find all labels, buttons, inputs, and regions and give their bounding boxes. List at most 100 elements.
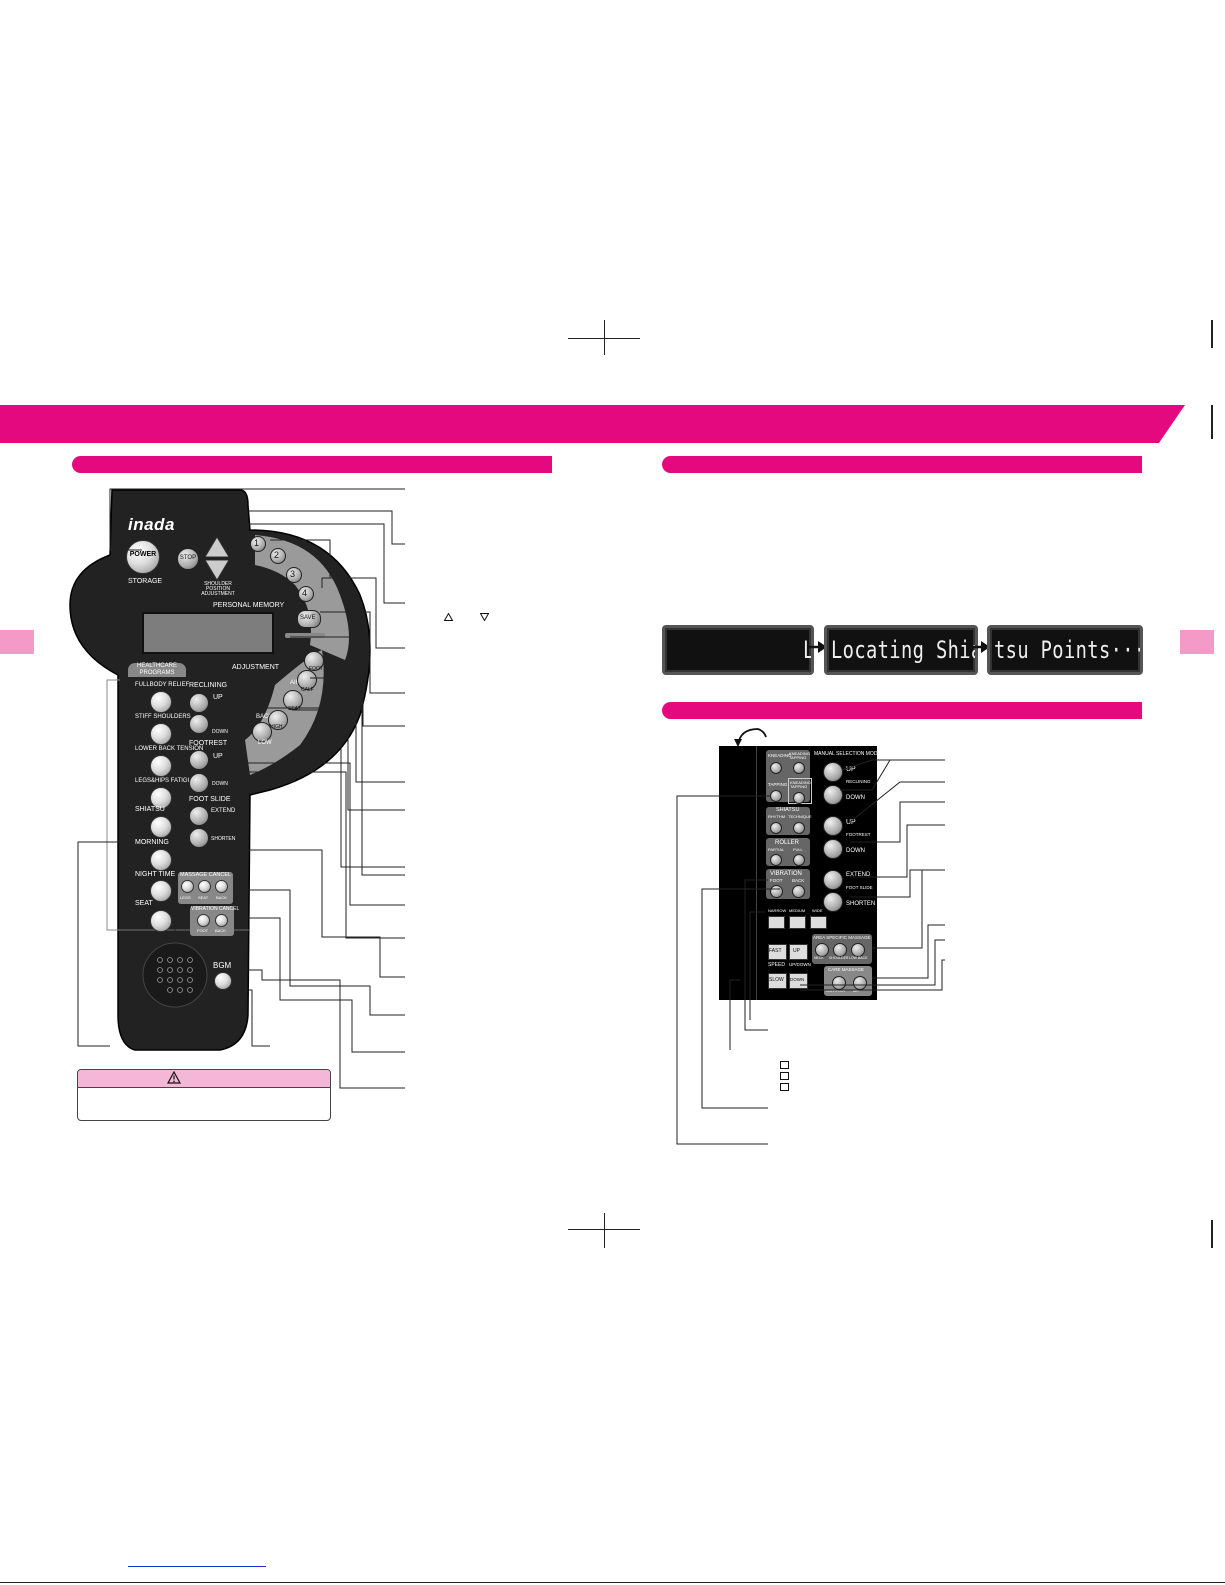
tapping-button[interactable] bbox=[770, 790, 782, 802]
cancel-seat-label: SEAT bbox=[198, 895, 209, 900]
wide-button[interactable] bbox=[810, 916, 827, 929]
kneading-button[interactable] bbox=[770, 762, 782, 774]
program-button-6[interactable] bbox=[150, 849, 172, 871]
kneading-tapping-label-top: KNEADING TAPPING bbox=[789, 751, 810, 760]
program-button-8[interactable] bbox=[150, 910, 172, 932]
vib-cancel-back-button[interactable] bbox=[215, 914, 228, 927]
technique-button[interactable] bbox=[793, 822, 805, 834]
program-button-7[interactable] bbox=[150, 880, 172, 902]
lcd-frame-1-text: Loc bbox=[803, 636, 814, 664]
program-button-4[interactable] bbox=[150, 787, 172, 809]
care-air-label: AIR bbox=[853, 989, 859, 993]
foot-extend-button[interactable] bbox=[189, 806, 209, 826]
save-button[interactable] bbox=[297, 610, 321, 628]
bgm-label: BGM bbox=[213, 961, 232, 970]
power-button[interactable] bbox=[126, 540, 160, 574]
side-tab-left bbox=[0, 630, 34, 654]
area-lowback-label: LOW BACK bbox=[849, 956, 868, 960]
shorten-label: SHORTEN bbox=[211, 836, 236, 842]
lcd-frame-3: tsu Points··· bbox=[987, 625, 1143, 675]
updown-up-button[interactable] bbox=[789, 944, 808, 960]
manual-mode-label: MANUAL SELECTION MODE bbox=[814, 751, 881, 757]
air-calf-button[interactable] bbox=[297, 670, 317, 690]
updown-down-label: DOWN bbox=[790, 977, 805, 982]
massage-cancel-label: MASSAGE CANCEL bbox=[180, 872, 232, 878]
stop-label: STOP bbox=[179, 555, 197, 561]
crop-mark-right-2 bbox=[1211, 405, 1213, 439]
footrest-down-label: DOWN bbox=[212, 781, 228, 787]
memory-2-label: 2 bbox=[274, 550, 280, 560]
healthcare-programs-label: HEALTHCARE PROGRAMS bbox=[128, 663, 186, 677]
foot-shorten-button[interactable] bbox=[189, 828, 209, 848]
air-foot-label: FOOT bbox=[309, 666, 323, 672]
panel-footrest-down-button[interactable] bbox=[823, 839, 843, 859]
panel-reclining-up-button[interactable] bbox=[823, 762, 843, 782]
panel-footrest-up-button[interactable] bbox=[823, 816, 843, 836]
panel-extend-button[interactable] bbox=[823, 870, 843, 890]
memory-4-button[interactable] bbox=[298, 586, 314, 602]
caution-box bbox=[77, 1069, 331, 1121]
reclining-up-button[interactable] bbox=[189, 693, 209, 713]
vibration-cancel-label: VIBRATION CANCEL bbox=[191, 906, 240, 912]
air-calf-label: CALF bbox=[301, 687, 314, 693]
caution-header bbox=[78, 1070, 330, 1088]
shoulder-down-button[interactable] bbox=[205, 560, 229, 580]
cancel-legs-button[interactable] bbox=[181, 880, 194, 893]
fast-button[interactable] bbox=[768, 944, 787, 960]
air-low-button[interactable] bbox=[252, 722, 272, 742]
cancel-seat-button[interactable] bbox=[198, 880, 211, 893]
panel-extend-label: EXTEND bbox=[846, 872, 871, 878]
medium-button[interactable] bbox=[789, 916, 806, 929]
footrest-up-button[interactable] bbox=[189, 750, 209, 770]
program-button-2[interactable] bbox=[150, 723, 172, 745]
wide-label: WIDE bbox=[812, 908, 823, 913]
full-button[interactable] bbox=[793, 854, 805, 866]
air-high-button[interactable] bbox=[268, 710, 288, 730]
air-label: AIR bbox=[290, 680, 301, 686]
vib-back-button[interactable] bbox=[792, 885, 805, 898]
program-button-3[interactable] bbox=[150, 755, 172, 777]
memory-3-label: 3 bbox=[290, 569, 296, 579]
right-callout-lines bbox=[676, 759, 945, 1145]
care-massage-label: CARE MASSAGE bbox=[828, 967, 865, 972]
footrest-down-button[interactable] bbox=[189, 773, 209, 793]
panel-reclining-down-button[interactable] bbox=[823, 785, 843, 805]
vib-foot-label: FOOT bbox=[770, 878, 783, 883]
area-specific-label: AREA SPECIFIC MASSAGE bbox=[813, 935, 871, 940]
memory-2-button[interactable] bbox=[270, 548, 286, 564]
technique-label: TECHNIQUE bbox=[788, 814, 812, 819]
vib-back-label: BACK bbox=[792, 878, 805, 883]
program-label-8: SEAT bbox=[135, 900, 153, 907]
stop-button[interactable] bbox=[177, 548, 199, 570]
program-button-1[interactable] bbox=[150, 691, 172, 713]
program-label-1: FULLBODY RELIEF bbox=[135, 682, 190, 688]
area-neck-label: NECK bbox=[814, 956, 824, 960]
area-shoulder-button[interactable] bbox=[833, 943, 847, 957]
slow-button[interactable] bbox=[768, 973, 787, 989]
memory-1-button[interactable] bbox=[250, 536, 266, 552]
extend-label: EXTEND bbox=[211, 808, 236, 814]
reclining-down-button[interactable] bbox=[189, 714, 209, 734]
panel-shorten-button[interactable] bbox=[823, 892, 843, 912]
air-foot-button[interactable] bbox=[304, 651, 324, 671]
shiatsu-label: SHIATSU bbox=[776, 807, 800, 813]
partial-button[interactable] bbox=[770, 854, 782, 866]
cancel-back-button[interactable] bbox=[215, 880, 228, 893]
area-lowback-button[interactable] bbox=[851, 943, 865, 957]
kneading-tapping-button[interactable] bbox=[793, 792, 805, 804]
power-label: POWER bbox=[129, 551, 157, 558]
program-button-5[interactable] bbox=[150, 816, 172, 838]
vib-cancel-foot-button[interactable] bbox=[197, 914, 210, 927]
vib-foot-button[interactable] bbox=[770, 885, 783, 898]
area-neck-button[interactable] bbox=[815, 943, 829, 957]
rhythm-button[interactable] bbox=[770, 822, 782, 834]
narrow-button[interactable] bbox=[768, 916, 785, 929]
shoulder-up-button[interactable] bbox=[205, 537, 229, 557]
narrow-icon bbox=[780, 1061, 789, 1069]
kneading-tapping-button-top[interactable] bbox=[793, 762, 805, 774]
memory-3-button[interactable] bbox=[286, 567, 302, 583]
program-label-5: SHIATSU bbox=[135, 806, 165, 813]
narrow-label: NARROW bbox=[768, 908, 787, 913]
tapping-label: TAPPING bbox=[768, 782, 788, 787]
lcd-frame-2: Locating Shiat bbox=[824, 625, 978, 675]
